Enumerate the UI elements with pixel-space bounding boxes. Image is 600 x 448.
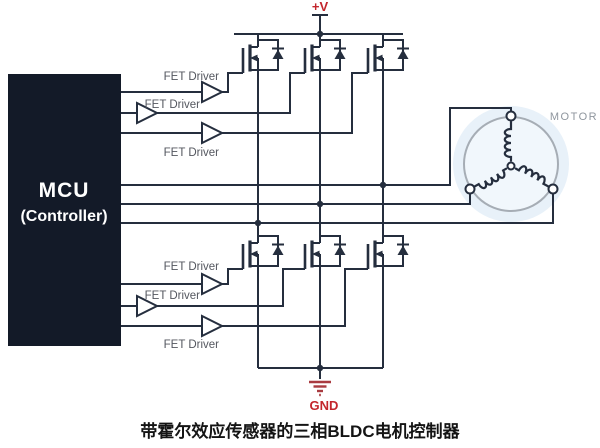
fet-driver-buffer-1 bbox=[201, 80, 225, 104]
phase-wires bbox=[257, 70, 384, 368]
motor-phase-sense-wires bbox=[121, 107, 554, 224]
fet-driver-buffer-6 bbox=[201, 314, 225, 338]
mcu-block bbox=[8, 74, 121, 346]
fet-driver-label-2: FET Driver bbox=[145, 99, 201, 111]
junction-dots bbox=[254, 30, 387, 372]
mosfet-high-side-phase-b bbox=[303, 32, 348, 75]
vplus-label: +V bbox=[312, 0, 329, 14]
mosfet-low-side-phase-b bbox=[303, 228, 348, 271]
mosfet-high-side-phase-c bbox=[366, 32, 411, 75]
fet-driver-buffer-2 bbox=[136, 101, 160, 125]
fet-driver-label-5: FET Driver bbox=[145, 290, 201, 302]
fet-driver-label-3: FET Driver bbox=[164, 147, 220, 159]
mosfet-high-side-phase-a bbox=[241, 32, 286, 75]
mcu-title: MCU bbox=[39, 179, 90, 202]
positive-rail bbox=[234, 14, 403, 35]
fet-driver-buffer-3 bbox=[201, 121, 225, 145]
fet-driver-label-4: FET Driver bbox=[164, 261, 220, 273]
motor-terminals bbox=[464, 110, 559, 195]
mosfet-low-side-phase-c bbox=[366, 228, 411, 271]
mosfet-low-side-phase-a bbox=[241, 228, 286, 271]
figure-caption: 带霍尔效应传感器的三相BLDC电机控制器 bbox=[140, 421, 460, 441]
fet-driver-buffer-5 bbox=[136, 294, 160, 318]
motor-label: MOTOR bbox=[550, 111, 598, 123]
gnd-label: GND bbox=[310, 398, 339, 413]
driver-input-wires bbox=[121, 91, 202, 327]
ground-symbol bbox=[309, 380, 331, 397]
motor-star-point bbox=[506, 161, 516, 171]
gate-wires bbox=[157, 72, 368, 327]
mcu-subtitle: (Controller) bbox=[20, 208, 107, 225]
fet-driver-label-1: FET Driver bbox=[164, 71, 220, 83]
fet-driver-label-6: FET Driver bbox=[164, 339, 220, 351]
fet-driver-buffer-4 bbox=[201, 272, 225, 296]
